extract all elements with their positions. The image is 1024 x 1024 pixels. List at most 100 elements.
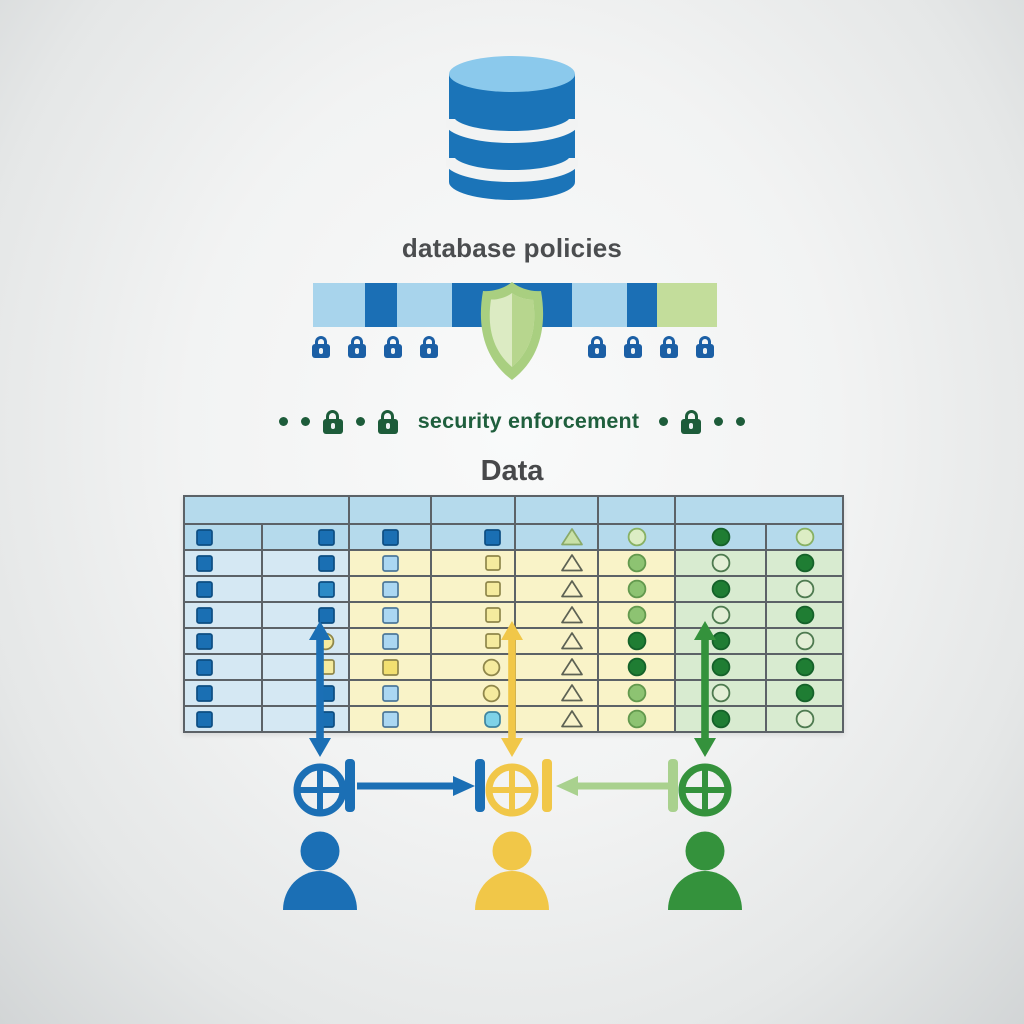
database-cylinder-icon — [446, 56, 578, 200]
table-header-cell — [430, 497, 514, 523]
marker-light-blue-square-icon — [381, 710, 399, 728]
marker-dark-blue-square-icon — [196, 710, 213, 728]
table-cell — [597, 681, 674, 705]
lock-icon — [588, 336, 606, 358]
marker-yellow-circle-icon — [316, 632, 335, 650]
table-cell — [261, 577, 348, 601]
table-cell — [348, 525, 430, 549]
table-row — [185, 549, 842, 575]
marker-dark-green-circle-icon — [627, 631, 646, 651]
table-cell — [514, 655, 597, 679]
marker-outline-green-circle-icon — [711, 605, 730, 625]
marker-dark-blue-square-icon — [318, 554, 335, 572]
table-header-row — [185, 497, 842, 523]
marker-dark-blue-square-icon — [318, 528, 335, 546]
table-cell — [430, 655, 514, 679]
crosshair-target-icon-blue-user — [289, 759, 351, 821]
lock-icon — [696, 336, 714, 358]
crosshair-target-icon-yellow-user — [481, 759, 543, 821]
table-cell — [185, 525, 261, 549]
table-cell — [597, 525, 674, 549]
table-cell — [674, 551, 765, 575]
marker-dark-green-circle-icon — [711, 579, 730, 599]
table-cell — [674, 655, 765, 679]
marker-dark-blue-square-icon — [318, 606, 335, 624]
marker-dark-green-circle-icon — [795, 605, 814, 625]
table-cell — [765, 525, 842, 549]
barrier-bar-blue — [475, 759, 485, 812]
marker-yellow-square-icon — [485, 633, 501, 649]
table-cell — [185, 629, 261, 653]
marker-medium-green-circle-icon — [627, 605, 646, 625]
table-cell — [430, 603, 514, 627]
table-cell — [514, 603, 597, 627]
marker-dark-blue-square-icon — [381, 528, 399, 546]
marker-outline-triangle-icon — [561, 684, 583, 702]
marker-outline-triangle-icon — [561, 580, 583, 598]
marker-bright-yellow-square-icon — [381, 658, 399, 676]
marker-medium-green-circle-icon — [627, 553, 646, 573]
dot-icon — [659, 416, 669, 426]
table-cell — [185, 577, 261, 601]
table-cell — [674, 707, 765, 731]
marker-dark-blue-square-icon — [196, 580, 213, 598]
database-icon — [446, 52, 578, 202]
dot-icon — [714, 416, 724, 426]
marker-yellow-square-icon — [485, 607, 501, 623]
table-cell — [430, 629, 514, 653]
marker-yellow-square-icon — [319, 659, 335, 675]
table-cell — [348, 551, 430, 575]
marker-dark-green-circle-icon — [711, 709, 730, 729]
table-row — [185, 523, 842, 549]
lock-icon — [312, 336, 330, 358]
marker-outline-triangle-icon — [561, 710, 583, 728]
table-cell — [597, 577, 674, 601]
marker-dark-blue-square-icon — [196, 554, 213, 572]
marker-yellow-square-icon — [485, 581, 501, 597]
table-cell — [514, 525, 597, 549]
table-row — [185, 627, 842, 653]
access-arrow-right-blue — [357, 772, 477, 800]
lock-icon — [377, 409, 398, 434]
table-cell — [514, 577, 597, 601]
marker-yellow-square-icon — [485, 555, 501, 571]
table-cell — [514, 707, 597, 731]
database-policies-label: database policies — [401, 233, 623, 263]
barrier-bar-blue — [345, 759, 355, 812]
table-cell — [765, 655, 842, 679]
table-cell — [765, 681, 842, 705]
table-cell — [430, 707, 514, 731]
table-cell — [348, 603, 430, 627]
table-header-cell — [597, 497, 674, 523]
crosshair-target-icon-green-user — [674, 759, 736, 821]
marker-outline-green-circle-icon — [711, 553, 730, 573]
table-cell — [597, 629, 674, 653]
lock-icon — [348, 336, 366, 358]
table-cell — [261, 551, 348, 575]
marker-light-blue-square-icon — [381, 580, 399, 598]
table-row — [185, 705, 842, 731]
marker-outline-green-circle-icon — [795, 579, 814, 599]
lock-icon — [681, 409, 702, 434]
barrier-bar-yellow — [542, 759, 552, 812]
enforcement-row: security enforcement — [0, 403, 1024, 439]
table-cell — [430, 525, 514, 549]
marker-dark-green-circle-icon — [711, 631, 730, 651]
marker-light-green-circle-icon — [795, 527, 814, 547]
table-cell — [674, 629, 765, 653]
marker-outline-green-circle-icon — [711, 683, 730, 703]
table-header-cell — [348, 497, 430, 523]
marker-outline-green-circle-icon — [795, 631, 814, 651]
table-cell — [261, 707, 348, 731]
user-icon-green-user — [663, 830, 747, 912]
marker-light-blue-square-icon — [381, 554, 399, 572]
table-header-cell — [674, 497, 842, 523]
table-cell — [185, 707, 261, 731]
table-cell — [765, 603, 842, 627]
table-cell — [765, 577, 842, 601]
marker-light-blue-square-icon — [381, 684, 399, 702]
marker-dark-blue-square-icon — [196, 528, 213, 546]
marker-light-blue-square-icon — [381, 606, 399, 624]
lock-icon — [322, 409, 343, 434]
table-cell — [597, 655, 674, 679]
